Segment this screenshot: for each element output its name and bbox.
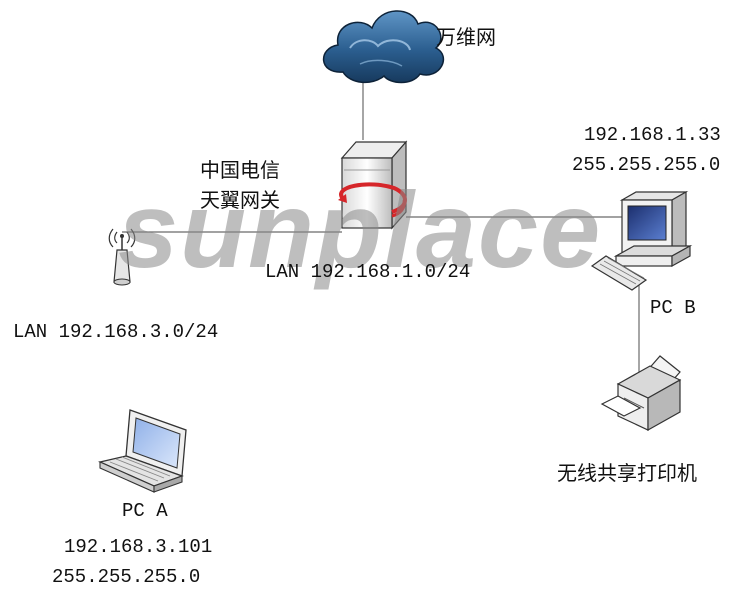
cloud-icon bbox=[322, 10, 445, 84]
pc-b-ip: 192.168.1.33 bbox=[584, 124, 721, 146]
printer-icon bbox=[600, 355, 682, 432]
pc-a-ip: 192.168.3.101 bbox=[64, 536, 213, 558]
access-point-icon bbox=[108, 228, 136, 286]
gateway-label-line2: 天翼网关 bbox=[200, 188, 280, 212]
pc-a-laptop-icon bbox=[97, 409, 187, 493]
pc-b-mask: 255.255.255.0 bbox=[572, 154, 721, 176]
link-lines bbox=[122, 72, 640, 372]
access-point-lan-label: LAN 192.168.3.0/24 bbox=[13, 321, 219, 343]
printer-label: 无线共享打印机 bbox=[557, 461, 697, 485]
gateway-label-line1: 中国电信 bbox=[200, 158, 280, 182]
internet-label: 万维网 bbox=[436, 25, 496, 49]
gateway-router-icon bbox=[338, 140, 408, 230]
pc-a-mask: 255.255.255.0 bbox=[52, 566, 201, 588]
pc-b-name: PC B bbox=[650, 297, 696, 319]
watermark-text: sunplace bbox=[118, 169, 603, 290]
pc-a-name: PC A bbox=[122, 500, 168, 522]
gateway-lan-label: LAN 192.168.1.0/24 bbox=[265, 261, 471, 283]
pc-b-desktop-icon bbox=[590, 190, 693, 291]
